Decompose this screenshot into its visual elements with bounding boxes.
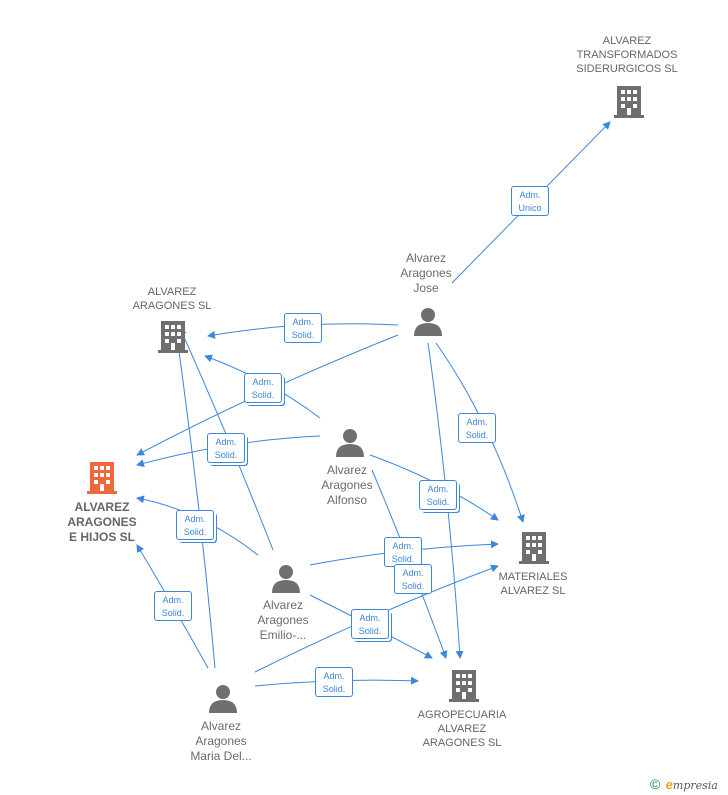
person-icon[interactable]	[335, 427, 365, 457]
relation-badge[interactable]: Adm.Solid.	[394, 564, 432, 594]
edge-maria-aragones-sl	[173, 329, 216, 669]
building-icon[interactable]	[614, 84, 644, 118]
copyright-symbol: ©	[650, 776, 661, 792]
relation-badge[interactable]: Adm.Solid.	[244, 373, 282, 403]
relation-badge[interactable]: Adm.Unico	[511, 186, 549, 216]
brand-initial: e	[665, 777, 673, 792]
building-icon[interactable]	[519, 530, 549, 564]
relation-badge[interactable]: Adm.Solid.	[207, 433, 245, 463]
person-label-emilio[interactable]: Alvarez Aragones Emilio-...	[257, 598, 309, 642]
building-icon[interactable]	[158, 319, 188, 353]
company-label-agropecuaria[interactable]: AGROPECUARIA ALVAREZ ARAGONES SL	[417, 709, 507, 749]
relation-badge[interactable]: Adm.Solid.	[315, 667, 353, 697]
relation-badge[interactable]: Adm.Solid.	[176, 510, 214, 540]
relation-badge[interactable]: Adm.Solid.	[458, 413, 496, 443]
building-icon[interactable]	[449, 668, 479, 702]
company-label-transformados[interactable]: ALVAREZ TRANSFORMADOS SIDERURGICOS SL	[576, 35, 678, 75]
person-icon[interactable]	[271, 563, 301, 593]
brand-footer[interactable]: © empresia	[650, 776, 718, 792]
company-label-hijos[interactable]: ALVAREZ ARAGONES E HIJOS SL	[67, 500, 137, 544]
relation-badge[interactable]: Adm.Solid.	[419, 480, 457, 510]
relation-badge[interactable]: Adm.Solid.	[284, 313, 322, 343]
building-icon-main[interactable]	[87, 460, 117, 494]
relation-badge[interactable]: Adm.Solid.	[351, 609, 389, 639]
relation-badge[interactable]: Adm.Solid.	[384, 537, 422, 567]
company-label-materiales[interactable]: MATERIALES ALVAREZ SL	[498, 571, 568, 597]
brand-name: mpresia	[672, 779, 718, 792]
person-icon[interactable]	[208, 683, 238, 713]
relation-badge[interactable]: Adm.Solid.	[154, 591, 192, 621]
person-icon[interactable]	[413, 306, 443, 336]
person-label-alfonso[interactable]: Alvarez Aragones Alfonso	[321, 463, 373, 507]
person-label-jose[interactable]: Alvarez Aragones Jose	[400, 251, 452, 295]
company-label-aragones-sl[interactable]: ALVAREZ ARAGONES SL	[132, 286, 212, 312]
person-label-maria[interactable]: Alvarez Aragones Maria Del...	[190, 719, 252, 763]
